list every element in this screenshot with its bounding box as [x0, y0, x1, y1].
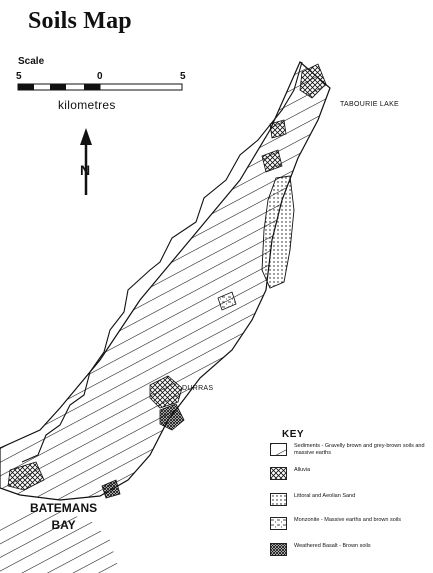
crosshatch-swatch-icon [270, 467, 287, 480]
key-label-sand: Littoral and Aeolian Sand [294, 493, 356, 499]
alluvia-tabourie [299, 63, 327, 99]
monzonite-deposit [217, 291, 237, 311]
dash-dot-swatch-icon [270, 517, 287, 530]
map-title: Soils Map [28, 8, 132, 34]
basalt-deposit [159, 403, 185, 431]
dots-swatch-icon [270, 493, 287, 506]
key-item-sand: Littoral and Aeolian Sand [270, 493, 430, 513]
scale-tick-left: 5 [16, 71, 22, 82]
scale-tick-right: 5 [180, 71, 186, 82]
scale-bar [17, 83, 183, 91]
key-item-sediments: Sediments - Gravelly brown and grey-brow… [270, 443, 430, 463]
scale-label: Scale [18, 56, 45, 67]
bay-line-2: BAY [51, 518, 76, 532]
alluvia-north [261, 149, 283, 173]
key-item-basalt: Weathered Basalt - Brown soils [270, 543, 430, 563]
place-durras: Durras [182, 385, 214, 392]
place-batemans-bay: BATEMANS BAY [30, 500, 97, 534]
sand-deposit [261, 175, 295, 289]
alluvia-durras [149, 375, 183, 409]
place-tabourie-lake: Tabourie Lake [340, 101, 400, 108]
basalt-deposit-2 [101, 479, 121, 499]
key-label-sediments: Sediments - Gravelly brown and grey-brow… [294, 443, 425, 456]
dense-cross-swatch-icon [270, 543, 287, 556]
scale-tick-zero: 0 [97, 71, 103, 82]
north-label: N [80, 162, 91, 178]
key-title: KEY [282, 429, 305, 440]
bay-line-1: BATEMANS [30, 501, 98, 515]
scale-unit: kilometres [58, 98, 116, 112]
key-label-monzonite: Monzonite - Massive earths and brown soi… [294, 517, 401, 523]
key-item-monzonite: Monzonite - Massive earths and brown soi… [270, 517, 430, 537]
alluvia-mid [269, 119, 287, 139]
key-label-basalt: Weathered Basalt - Brown soils [294, 543, 371, 549]
inland-boundary [21, 61, 303, 463]
key-label-alluvia: Alluvia [294, 467, 311, 473]
diagonal-swatch-icon [270, 443, 287, 456]
north-arrow-icon [80, 128, 92, 195]
map-key: KEY Sediments - Gravelly brown and grey-… [260, 425, 430, 570]
sediment-area-south [0, 510, 120, 573]
key-item-alluvia: Alluvia [270, 467, 430, 487]
alluvia-bay [7, 461, 45, 491]
